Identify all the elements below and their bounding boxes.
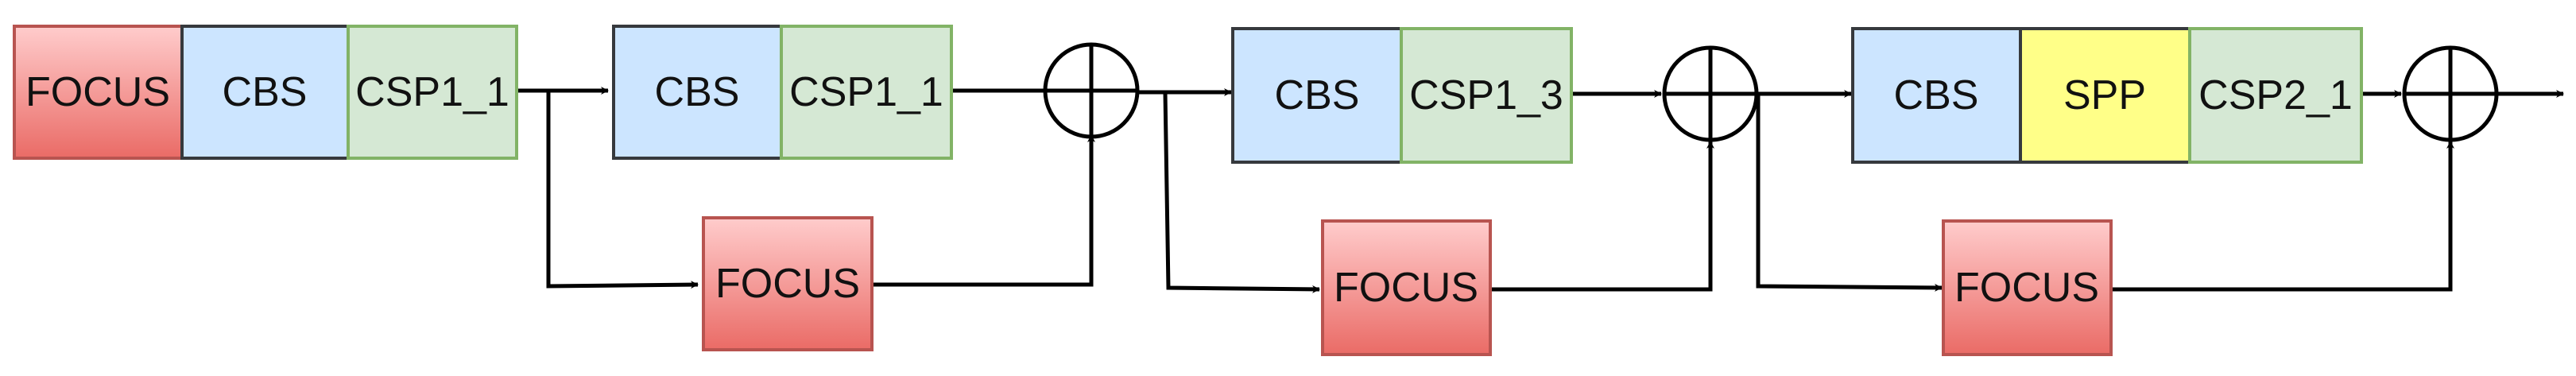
csp2-1-block: CSP2_1 <box>2188 27 2363 164</box>
arrow-branch-1-down <box>546 91 699 289</box>
cbs-block-4: CBS <box>1851 27 2022 164</box>
arrow-focus-branch-1-up <box>872 134 1095 287</box>
csp1-3-block: CSP1_3 <box>1400 27 1573 164</box>
connectors <box>517 87 2564 293</box>
focus-block-input-label: FOCUS <box>25 69 170 115</box>
focus-block-branch-1-label: FOCUS <box>715 261 860 307</box>
focus-block-input: FOCUS <box>13 25 184 160</box>
focus-block-branch-3: FOCUS <box>1942 219 2113 356</box>
focus-block-branch-3-label: FOCUS <box>1954 265 2099 311</box>
cbs-block-2-label: CBS <box>655 69 740 115</box>
add-node-icon <box>1662 45 1759 142</box>
spp-block-label: SPP <box>2063 72 2146 118</box>
cbs-block-3: CBS <box>1231 27 1403 164</box>
cbs-block-2: CBS <box>612 25 783 160</box>
arrow-focus-branch-3-up <box>2111 141 2454 292</box>
focus-block-branch-1: FOCUS <box>702 216 874 351</box>
cbs-block-1: CBS <box>180 25 350 160</box>
csp1-3-block-label: CSP1_3 <box>1409 72 1563 118</box>
focus-block-branch-2: FOCUS <box>1321 219 1492 356</box>
spp-block: SPP <box>2019 27 2191 164</box>
arrow-branch-3-down <box>1756 94 1943 292</box>
csp1-1-block-b-label: CSP1_1 <box>789 69 943 115</box>
arrow-focus-branch-2-up <box>1490 141 1714 292</box>
csp1-1-block-b: CSP1_1 <box>780 25 953 160</box>
arrow-branch-2-down <box>1163 91 1320 293</box>
cbs-block-1-label: CBS <box>223 69 308 115</box>
focus-block-branch-2-label: FOCUS <box>1334 265 1478 311</box>
add-node-icon <box>1043 42 1140 139</box>
csp2-1-block-label: CSP2_1 <box>2198 72 2353 118</box>
csp1-1-block-a-label: CSP1_1 <box>355 69 509 115</box>
add-node-icon <box>2402 45 2499 142</box>
cbs-block-3-label: CBS <box>1275 72 1360 118</box>
cbs-block-4-label: CBS <box>1894 72 1979 118</box>
csp1-1-block-a: CSP1_1 <box>347 25 518 160</box>
